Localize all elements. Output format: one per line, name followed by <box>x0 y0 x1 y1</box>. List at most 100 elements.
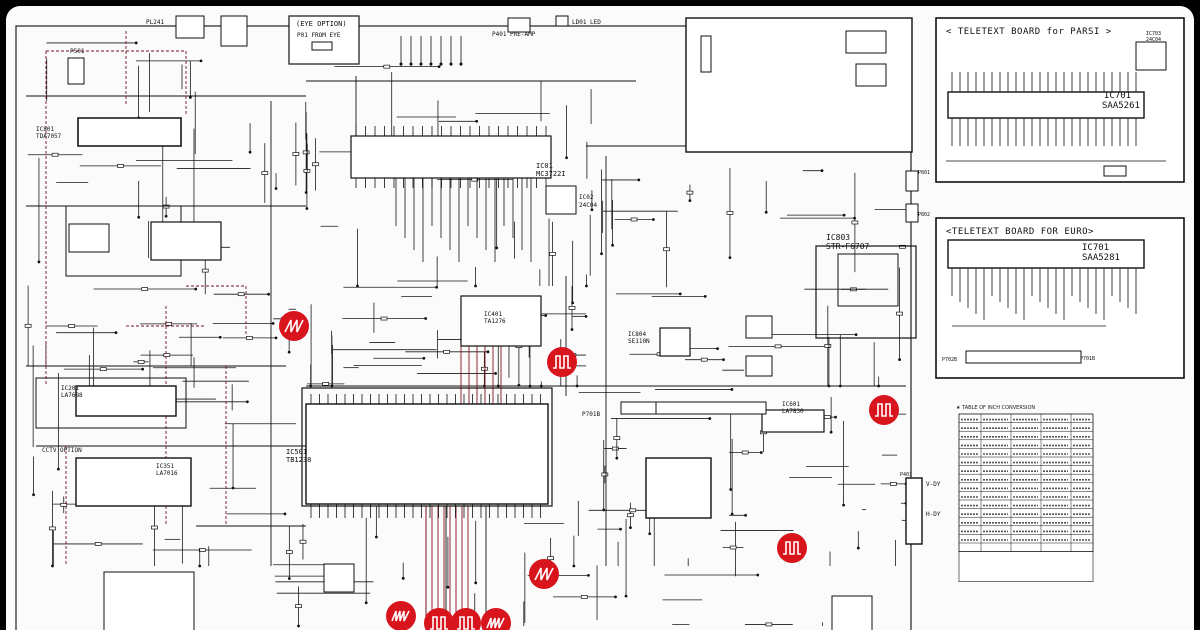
waveform-trace <box>284 319 304 333</box>
component <box>380 316 388 321</box>
component <box>627 513 634 518</box>
junction <box>756 573 760 577</box>
component <box>889 482 897 486</box>
teletext-parsi-ic: IC701 <box>1104 91 1131 101</box>
junction <box>565 156 568 160</box>
junction <box>600 252 603 256</box>
junction <box>494 372 497 375</box>
component <box>663 247 670 252</box>
schematic-sheet: (EYE OPTION) P01 FROM EYE P401 PRE-AMP L… <box>6 6 1194 630</box>
tuner-part: TA1276 <box>484 318 506 325</box>
component <box>322 381 330 386</box>
ic601-ref: IC601 <box>782 401 800 408</box>
ic01-ref: IC01 <box>536 162 553 170</box>
waveform-trace <box>875 403 893 417</box>
component <box>312 162 319 167</box>
waveform-trace <box>457 616 475 630</box>
option-trace <box>186 285 247 336</box>
p802-label: P802 <box>918 212 930 218</box>
waveform-marker <box>386 601 416 630</box>
p401-label: P401 <box>900 472 912 478</box>
waveform-marker <box>451 608 481 630</box>
waveform-marker <box>424 608 454 630</box>
marker-disc <box>547 347 577 377</box>
junction <box>245 400 249 404</box>
waveform-markers <box>279 311 899 630</box>
ic01-part: MC3722I <box>536 170 566 178</box>
cctv-option-label: CCTV OPTION <box>42 447 82 454</box>
junction <box>624 594 628 598</box>
ic804-part: SE110N <box>628 338 650 345</box>
tuner-ref: IC401 <box>484 311 502 318</box>
ic601-vertical: IC601 LA7830 P701B <box>582 401 825 519</box>
component <box>686 190 694 195</box>
component <box>117 164 124 168</box>
junction <box>274 187 278 190</box>
component <box>165 322 173 326</box>
junction <box>409 62 413 66</box>
junction <box>114 331 118 335</box>
v-dy-label: V-DY <box>926 481 941 488</box>
junction <box>854 333 858 337</box>
junction <box>188 96 192 99</box>
deflection-connector: P401 V-DY H-DY <box>900 472 941 545</box>
waveform-trace <box>430 616 448 630</box>
junction <box>842 213 846 217</box>
ic351-part: LA7016 <box>156 470 178 477</box>
junction <box>305 207 309 210</box>
junction <box>820 169 824 173</box>
junction <box>730 388 734 391</box>
junction <box>834 415 837 419</box>
tuner-block: IC401 TA1276 <box>460 295 542 347</box>
tv-circuit-schematic: (EYE OPTION) P01 FROM EYE P401 PRE-AMP L… <box>15 15 1185 630</box>
waveform-trace <box>534 567 554 581</box>
ic201-part: LA7688 <box>61 392 83 399</box>
component <box>246 336 253 340</box>
junction <box>716 347 719 351</box>
option-trace <box>46 50 187 116</box>
p501-label: P501 <box>70 48 85 55</box>
junction <box>688 199 692 203</box>
component <box>94 542 102 546</box>
component <box>896 311 903 316</box>
component <box>824 344 832 348</box>
junction <box>898 358 901 361</box>
junction <box>570 328 574 331</box>
ic703-ref: IC703 <box>1146 31 1161 37</box>
component <box>1103 165 1127 177</box>
junction <box>759 451 763 454</box>
inch-conversion-table: ★ TABLE OF INCH CONVERSION <box>956 405 1094 582</box>
ic801-ref: IC801 <box>36 126 54 133</box>
junction <box>439 62 443 66</box>
waveform-marker <box>481 608 511 630</box>
junction <box>164 214 168 218</box>
junction <box>584 314 588 318</box>
component <box>568 305 576 310</box>
junction <box>744 513 747 517</box>
marker-disc <box>386 601 416 630</box>
marker-disc <box>424 608 454 630</box>
waveform-trace <box>783 541 801 555</box>
junction <box>141 367 145 371</box>
junction <box>137 215 141 219</box>
junction <box>297 624 300 628</box>
ic601-part: LA7830 <box>782 408 804 415</box>
component <box>51 152 59 157</box>
component <box>899 244 906 249</box>
component <box>151 525 158 530</box>
junction <box>585 284 588 288</box>
teletext-euro-box: <TELETEXT BOARD FOR EURO> IC701 SAA5281 … <box>935 217 1185 379</box>
waveform-marker <box>529 559 559 589</box>
component <box>549 252 556 256</box>
component <box>729 545 737 550</box>
junction <box>829 430 833 434</box>
junction <box>722 358 725 362</box>
junction <box>218 335 222 339</box>
component <box>383 64 391 69</box>
marker-disc <box>777 533 807 563</box>
teletext-euro-part: SAA5281 <box>1082 253 1120 263</box>
p601-label: P401 PRE-AMP <box>492 31 536 38</box>
component <box>60 502 68 507</box>
junction <box>419 62 423 66</box>
component <box>286 550 293 554</box>
